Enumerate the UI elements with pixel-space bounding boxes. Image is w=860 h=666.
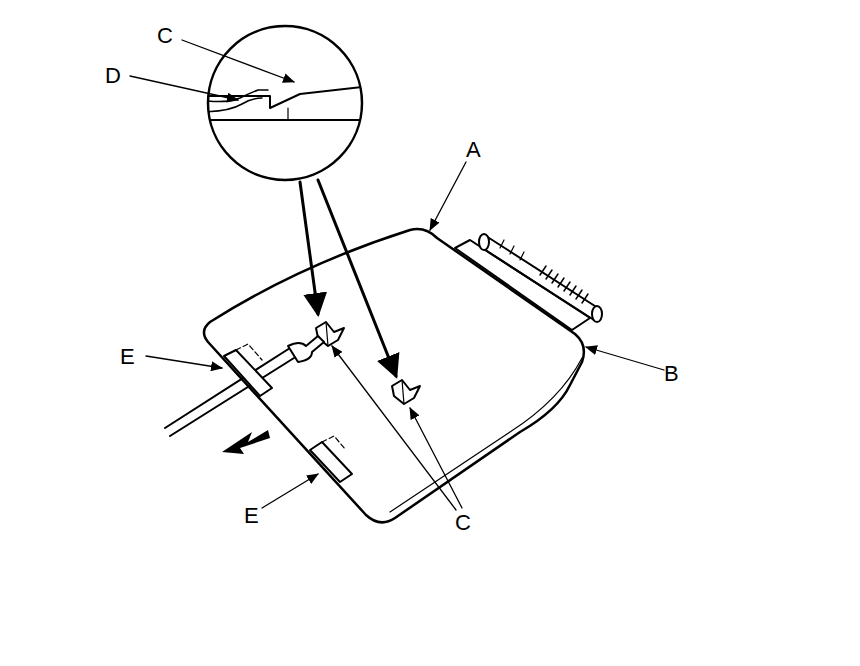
callout-letter: C (455, 512, 471, 534)
callout-letter: E (120, 346, 135, 368)
detail-arrow (318, 180, 396, 376)
tray-edge (390, 358, 582, 512)
detail-arrow (300, 182, 318, 314)
tray-body (204, 229, 584, 522)
leader-line (130, 40, 664, 510)
tab (224, 344, 352, 482)
callout-letter: D (105, 65, 121, 87)
direction-arrow (222, 430, 270, 454)
callout-letter: C (157, 25, 173, 47)
detail-inset (200, 26, 370, 180)
clip (316, 322, 420, 404)
screwdriver (165, 336, 324, 436)
callout-letter: A (466, 139, 481, 161)
callout-letter: E (244, 505, 259, 527)
callout-letter: B (664, 363, 679, 385)
